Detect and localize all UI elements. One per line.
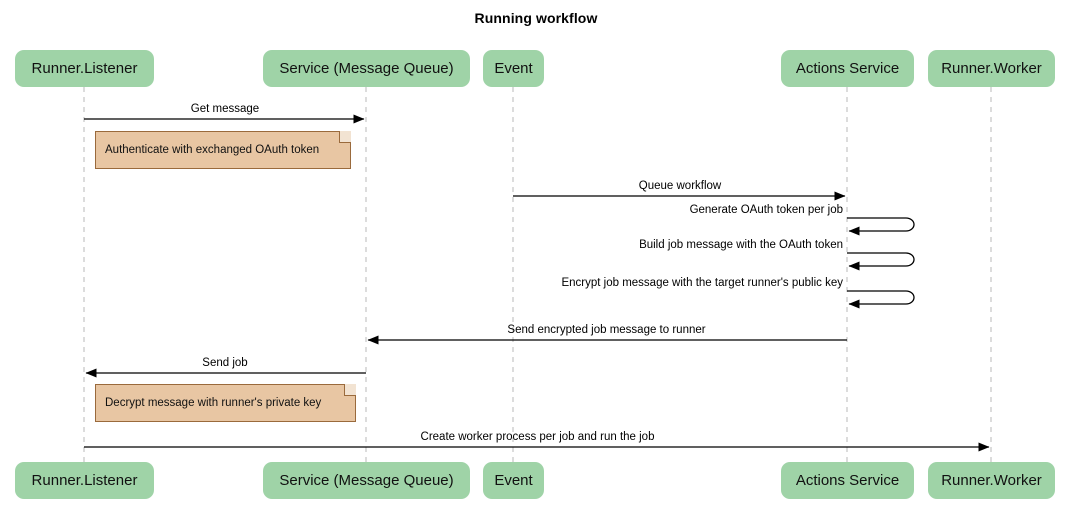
- participant-listener-bottom[interactable]: Runner.Listener: [15, 462, 154, 499]
- message-label-m8: Create worker process per job and run th…: [420, 431, 655, 443]
- participant-label: Runner.Listener: [31, 60, 138, 77]
- self-message-m5: [847, 290, 915, 309]
- participant-label: Runner.Listener: [31, 472, 138, 489]
- message-label-m6: Send encrypted job message to runner: [507, 324, 706, 336]
- message-label-m3: Generate OAuth token per job: [689, 204, 843, 216]
- participant-queue-top[interactable]: Service (Message Queue): [263, 50, 470, 87]
- participant-event-top[interactable]: Event: [483, 50, 544, 87]
- participant-label: Actions Service: [795, 60, 900, 77]
- participant-actions-bottom[interactable]: Actions Service: [781, 462, 914, 499]
- participant-label: Event: [494, 472, 533, 489]
- participant-worker-top[interactable]: Runner.Worker: [928, 50, 1055, 87]
- self-message-m3: [847, 217, 915, 236]
- message-label-m2: Queue workflow: [638, 180, 722, 192]
- participant-label: Event: [494, 60, 533, 77]
- participant-queue-bottom[interactable]: Service (Message Queue): [263, 462, 470, 499]
- message-label-m7: Send job: [202, 357, 248, 369]
- self-message-m4: [847, 252, 915, 271]
- note-text: Decrypt message with runner's private ke…: [105, 397, 322, 409]
- message-label-m4: Build job message with the OAuth token: [639, 239, 843, 251]
- participant-label: Runner.Worker: [941, 60, 1042, 77]
- note-n1: Authenticate with exchanged OAuth token: [95, 131, 351, 169]
- message-label-m5: Encrypt job message with the target runn…: [561, 277, 843, 289]
- participant-label: Runner.Worker: [941, 472, 1042, 489]
- participant-worker-bottom[interactable]: Runner.Worker: [928, 462, 1055, 499]
- note-n2: Decrypt message with runner's private ke…: [95, 384, 356, 422]
- participant-actions-top[interactable]: Actions Service: [781, 50, 914, 87]
- participant-listener-top[interactable]: Runner.Listener: [15, 50, 154, 87]
- page-title: Running workflow: [474, 10, 598, 26]
- participant-label: Service (Message Queue): [279, 472, 454, 489]
- message-label-m1: Get message: [190, 103, 260, 115]
- participant-label: Service (Message Queue): [279, 60, 454, 77]
- participant-label: Actions Service: [795, 472, 900, 489]
- participant-event-bottom[interactable]: Event: [483, 462, 544, 499]
- note-fold-corner-icon: [339, 131, 351, 143]
- note-text: Authenticate with exchanged OAuth token: [105, 144, 320, 156]
- note-fold-corner-icon: [344, 384, 356, 396]
